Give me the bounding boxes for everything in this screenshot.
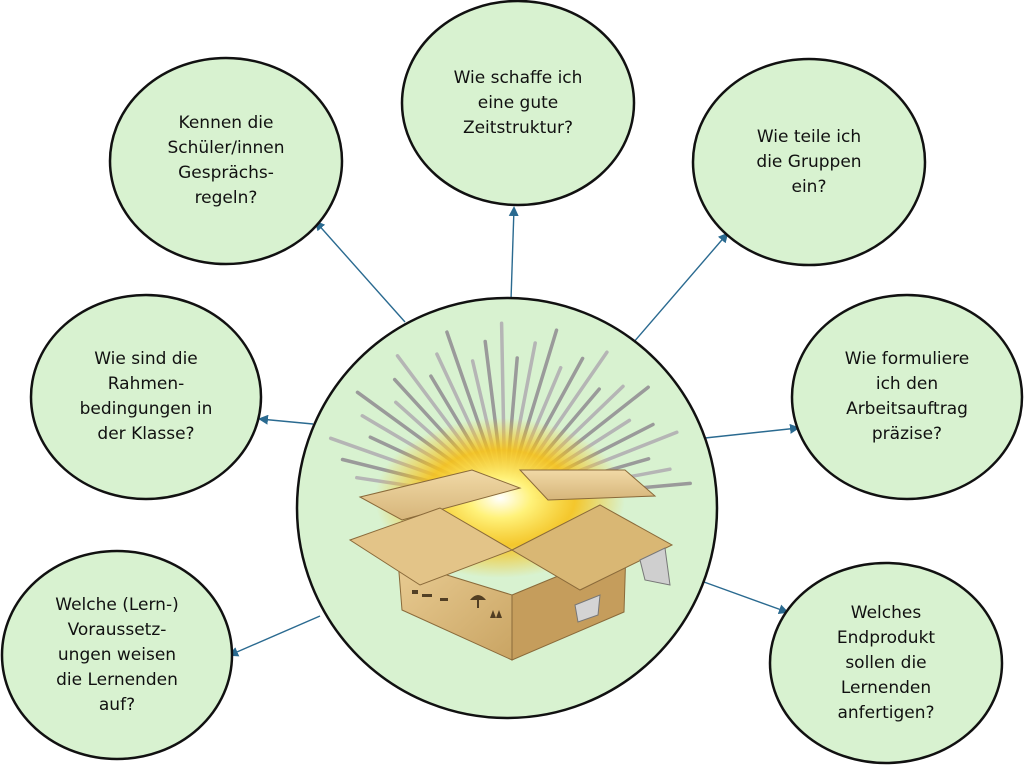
center-illustration [295,296,719,720]
bubble-zeitstruktur [400,0,636,207]
node-text-arbeitsauftrag: Wie formuliere ich den Arbeitsauftrag pr… [844,349,970,444]
bubble-rahmenbedingungen [29,293,263,501]
bubble-voraussetzungen [0,549,234,761]
connector-arrows [228,206,800,657]
arrow-to-rahmenbedingungen [258,414,314,425]
node-text-gruppen: Wie teile ich die Gruppen ein? [756,126,862,197]
bubble-gespraechsregeln [108,56,344,266]
arrow-to-voraussetzungen [228,615,321,657]
node-text-rahmenbedingungen: Wie sind die Rahmen- bedingungen in der … [79,349,213,444]
arrow-to-endprodukt [703,581,789,614]
node-text-endprodukt: Welches Endprodukt sollen die Lernenden … [836,602,936,723]
arrow-to-gespraechsregeln [314,220,406,323]
open-box [348,469,674,661]
arrow-to-zeitstruktur [508,206,519,301]
node-text-zeitstruktur: Wie schaffe ich eine gute Zeitstruktur? [453,67,583,138]
bubble-gruppen [691,57,927,267]
bubble-endprodukt [768,561,1004,765]
arrow-to-gruppen [632,232,729,344]
bubble-arbeitsauftrag [790,293,1024,501]
node-text-voraussetzungen: Welche (Lern-) Voraussetz- ungen weisen … [55,594,179,715]
arrow-to-arbeitsauftrag [704,423,800,439]
node-text-gespraechsregeln: Kennen die Schüler/innen Gesprächs- rege… [167,113,285,208]
